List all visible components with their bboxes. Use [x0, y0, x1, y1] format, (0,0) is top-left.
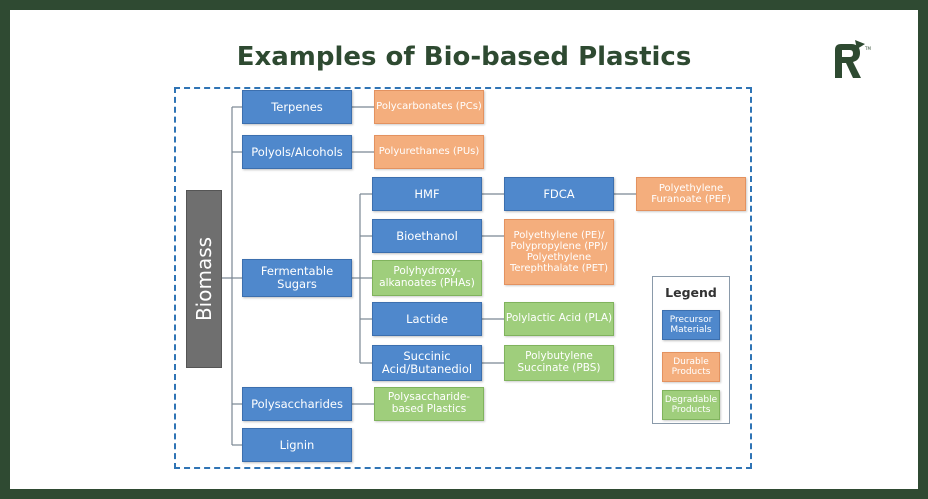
svg-text:TM: TM	[864, 46, 871, 51]
legend: Legend Precursor Materials Durable Produ…	[652, 276, 730, 424]
node-polycarbonates: Polycarbonates (PCs)	[374, 90, 484, 124]
diagram-frame	[174, 87, 752, 469]
node-hmf: HMF	[372, 177, 482, 211]
node-pbs: Polybutylene Succinate (PBS)	[504, 345, 614, 381]
legend-precursor: Precursor Materials	[662, 310, 720, 340]
node-pef: Polyethylene Furanoate (PEF)	[636, 177, 746, 211]
recycle-r-logo-icon: TM	[835, 40, 871, 78]
node-lactide: Lactide	[372, 302, 482, 336]
node-polysaccharides: Polysaccharides	[242, 387, 352, 421]
connector-lines	[210, 106, 636, 446]
bottom-border	[0, 489, 928, 499]
node-biomass: Biomass	[186, 190, 222, 368]
node-bioethanol: Bioethanol	[372, 219, 482, 253]
node-fermentable-sugars: Fermentable Sugars	[242, 259, 352, 297]
legend-durable: Durable Products	[662, 352, 720, 382]
node-pe-pp-pet: Polyethylene (PE)/ Polypropylene (PP)/ P…	[504, 219, 614, 285]
node-phas: Polyhydroxy-alkanoates (PHAs)	[372, 260, 482, 296]
node-polysaccharide-plastics: Polysaccharide-based Plastics	[374, 387, 484, 421]
node-terpenes: Terpenes	[242, 90, 352, 124]
node-polyols-alcohols: Polyols/Alcohols	[242, 135, 352, 169]
legend-degradable: Degradable Products	[662, 390, 720, 420]
node-succinic-acid: Succinic Acid/Butanediol	[372, 345, 482, 381]
node-polyurethanes: Polyurethanes (PUs)	[374, 135, 484, 169]
node-lignin: Lignin	[242, 428, 352, 462]
node-biomass-label: Biomass	[192, 236, 216, 322]
node-pla: Polylactic Acid (PLA)	[504, 302, 614, 336]
legend-title: Legend	[665, 285, 717, 300]
node-fdca: FDCA	[504, 177, 614, 211]
page-title: Examples of Bio-based Plastics	[236, 42, 692, 72]
content-card: Examples of Bio-based Plastics TM	[10, 10, 918, 489]
